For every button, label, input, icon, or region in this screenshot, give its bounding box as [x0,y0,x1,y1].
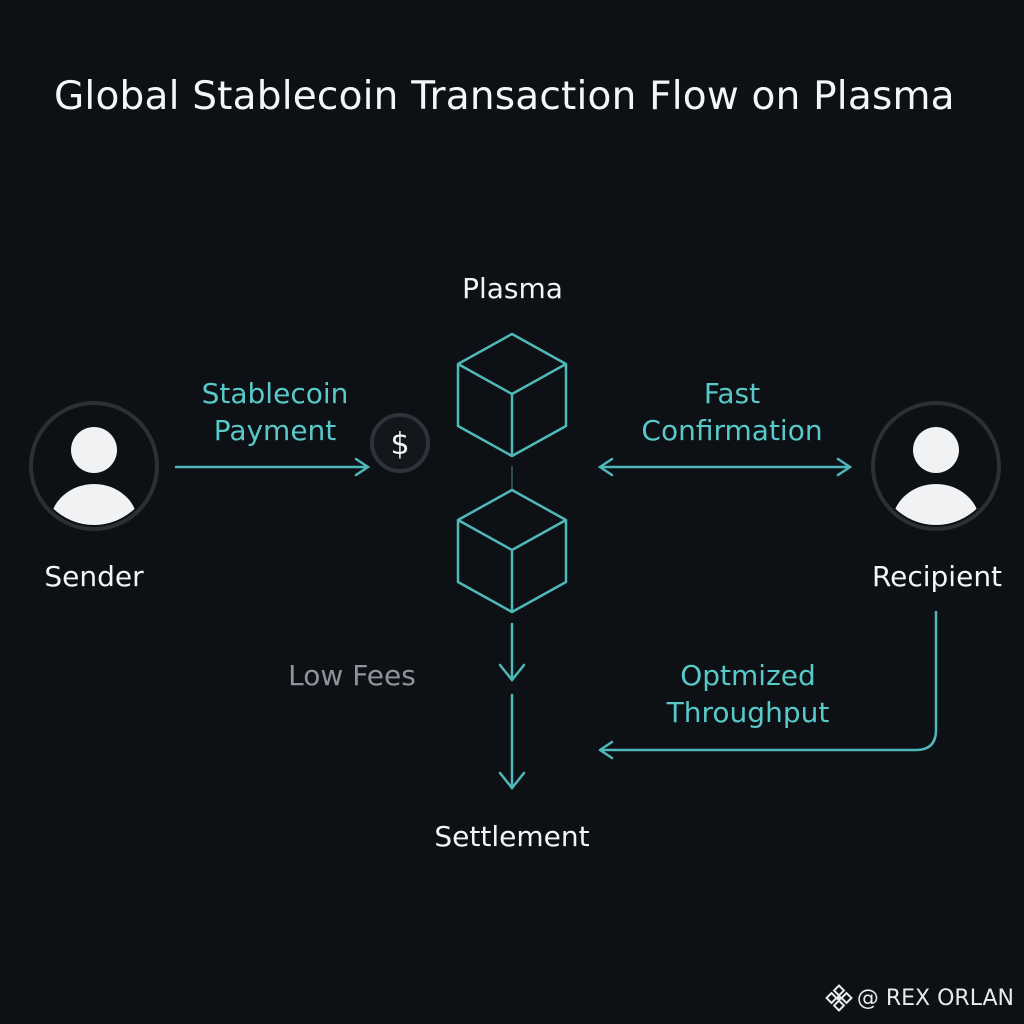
confirmation-arrow [597,457,853,477]
edge-label-line: Optmized [680,659,816,692]
page-title: Global Stablecoin Transaction Flow on Pl… [54,74,955,119]
sender-avatar-icon [29,401,159,531]
low-fees-arrow [498,622,526,683]
plasma-block-top-icon [456,332,568,458]
binance-diamond-icon [825,984,853,1012]
node-label-settlement: Settlement [434,820,590,853]
node-label-sender: Sender [44,560,144,593]
edge-label-optimized-throughput: Optmized Throughput [660,657,836,731]
edge-label-line: Stablecoin [201,377,349,410]
watermark: @ REX ORLAN [825,984,1014,1012]
dollar-coin-icon: $ [370,413,430,473]
throughput-arrow [598,610,938,760]
node-label-plasma: Plasma [462,272,563,305]
recipient-avatar-icon [871,401,1001,531]
edge-label-line: Fast [703,377,761,410]
coin-symbol: $ [390,427,409,462]
edge-label-fast-confirmation: Fast Confirmation [636,375,828,449]
watermark-handle: @ REX ORLAN [856,985,1014,1011]
payment-arrow [174,457,371,477]
edge-label-low-fees: Low Fees [288,659,416,692]
edge-label-line: Throughput [666,696,830,729]
edge-label-line: Confirmation [641,414,823,447]
edge-label-line: Payment [213,414,337,447]
settlement-arrow [498,693,526,791]
plasma-block-bottom-icon [456,488,568,614]
edge-label-stablecoin-payment: Stablecoin Payment [190,375,360,449]
node-label-recipient: Recipient [871,560,1003,593]
